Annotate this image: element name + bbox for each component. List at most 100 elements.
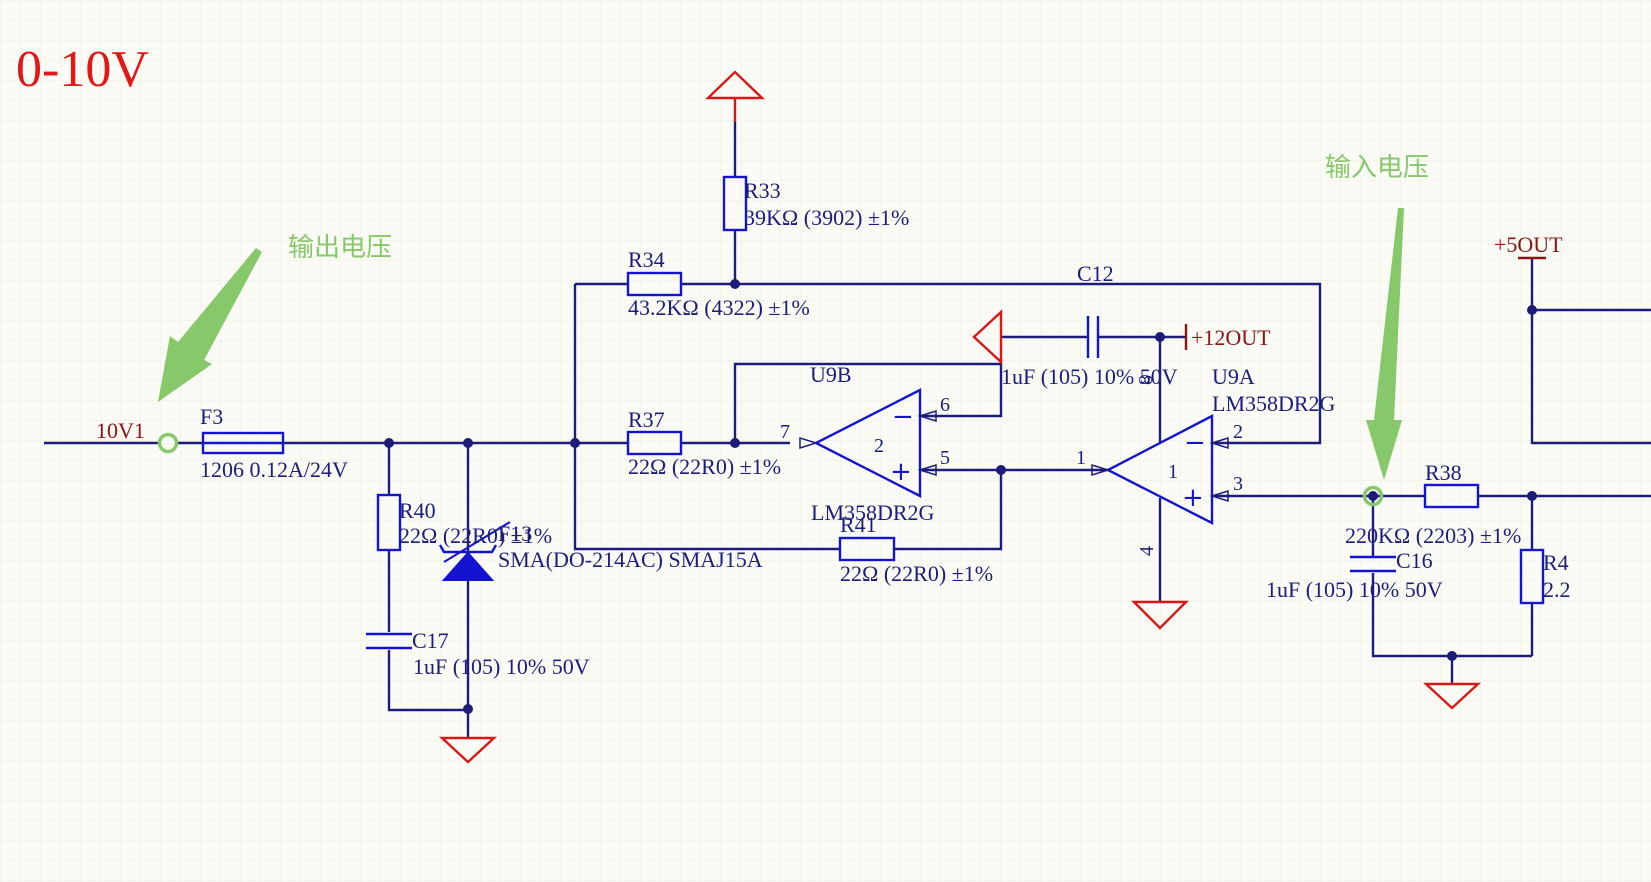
output-probe-ring [157,432,179,454]
pin-arrow [1209,436,1229,450]
resistor-r41[interactable] [838,536,896,562]
r41-value: 22Ω (22R0) ±1% [840,561,993,586]
r34-ref: R34 [628,247,665,272]
junctions [384,279,1537,714]
c17-value: 1uF (105) 10% 50V [413,654,590,679]
junction [1368,491,1378,501]
u9b-value: LM358DR2G [811,500,935,525]
pin-label: 6 [940,394,950,416]
junction [570,438,580,448]
junction [996,465,1006,475]
wire-c17-gnd [387,650,468,712]
tvs-strike [443,521,511,563]
junction [1447,651,1457,661]
component-bodies [201,175,1545,650]
c16-ref: C16 [1396,548,1433,573]
opamp-u9b-minus-sign: − [892,402,914,432]
r34-value: 43.2KΩ (4322) ±1% [628,295,810,320]
annotations: 输出电压 输入电压 [157,153,1429,507]
c16-value: 1uF (105) 10% 50V [1266,577,1443,602]
junction [1527,491,1537,501]
pin-label: 7 [780,421,790,443]
net-label-plus12: +12OUT [1191,325,1271,350]
junction [730,438,740,448]
pin-arrow [1091,463,1111,477]
resistor-r40[interactable] [376,493,402,552]
gnd-symbol[interactable] [438,736,498,764]
input-arrow-icon [1366,208,1404,480]
f3-value: 1206 0.12A/24V [200,457,348,482]
pin-arrow [1209,489,1229,503]
junction [1527,305,1537,315]
input-probe-ring [1362,485,1384,507]
f13-value: SMA(DO-214AC) SMAJ15A [498,547,763,572]
gnd-symbol-left[interactable] [972,309,1003,365]
pin-label: 8 [1135,375,1157,385]
u9a-value: LM358DR2G [1212,391,1336,416]
opamp-u9a-plus-sign: + [1182,483,1204,513]
opamp-u9a-unit: 1 [1168,461,1178,483]
r37-value: 22Ω (22R0) ±1% [628,454,781,479]
resistor-r34[interactable] [626,271,683,297]
input-voltage-annotation: 输入电压 [1325,153,1429,183]
net-label-plus5: +5OUT [1494,232,1563,257]
wire-top-feedback [681,282,1322,445]
resistor-r37[interactable] [626,430,683,456]
r40-ref: R40 [399,498,436,523]
junction [730,279,740,289]
junction [463,438,473,448]
c17-ref: C17 [412,628,449,653]
r4x-ref: R4 [1543,550,1569,575]
tvs-triangle [441,551,495,581]
component-labels: F3 1206 0.12A/24V R40 22Ω (22R0) ±1% F13… [200,178,1571,679]
wire-plus5-rail [1530,258,1651,445]
output-voltage-annotation: 输出电压 [288,233,392,263]
f13-ref: F13 [498,521,532,546]
c12-ref: C12 [1077,261,1114,286]
f3-ref: F3 [200,404,223,429]
net-label-output: 10V1 [96,418,145,443]
power-symbols [438,70,1482,764]
opamp-u9b-unit: 2 [874,435,884,457]
u9b-ref: U9B [810,362,852,387]
opamp-u9a[interactable]: − + 1 1 2 3 8 4 [1076,375,1243,556]
r38-ref: R38 [1425,460,1462,485]
opamp-u9b[interactable]: − + 2 7 6 5 [780,388,950,498]
pin-label: 4 [1136,546,1158,556]
tvs-diode-f13[interactable] [438,521,511,581]
opamp-u9b-body [813,388,922,498]
resistor-r38[interactable] [1423,483,1480,509]
opamp-u9a-body [1105,414,1214,525]
tvs-bar [438,544,498,554]
wires [44,122,1651,738]
opamp-u9a-minus-sign: − [1184,428,1206,458]
junction [1155,332,1165,342]
pin-label: 1 [1076,447,1086,469]
r40-value: 22Ω (22R0) ±1% [399,523,552,548]
resistor-r4x[interactable] [1519,548,1545,605]
pin-arrow [799,436,819,450]
r38-value: 220KΩ (2203) ±1% [1345,523,1521,548]
gnd-symbol[interactable] [1131,600,1189,630]
junction [463,704,473,714]
r4x-value: 2.2 [1543,577,1571,602]
wire-c16-bottom [1371,573,1532,658]
u9a-ref: U9A [1212,364,1255,389]
opamp-u9b-plus-sign: + [890,457,912,487]
r33-ref: R33 [744,178,781,203]
gnd-symbol[interactable] [1422,682,1482,710]
net-port-symbols [1184,256,1546,350]
page-title: 0-10V [16,41,149,98]
resistor-r33[interactable] [722,175,748,232]
c12-value: 1uF (105) 10% 50V [1001,364,1178,389]
wire-u9b-feedback [733,362,1003,443]
junction [384,438,394,448]
wire-left-loop [573,284,840,551]
r33-value: 39KΩ (3902) ±1% [744,205,909,230]
pin-label: 5 [940,447,950,469]
pin-arrow [917,409,937,423]
pin-arrow [917,463,937,477]
pin-label: 3 [1233,473,1243,495]
